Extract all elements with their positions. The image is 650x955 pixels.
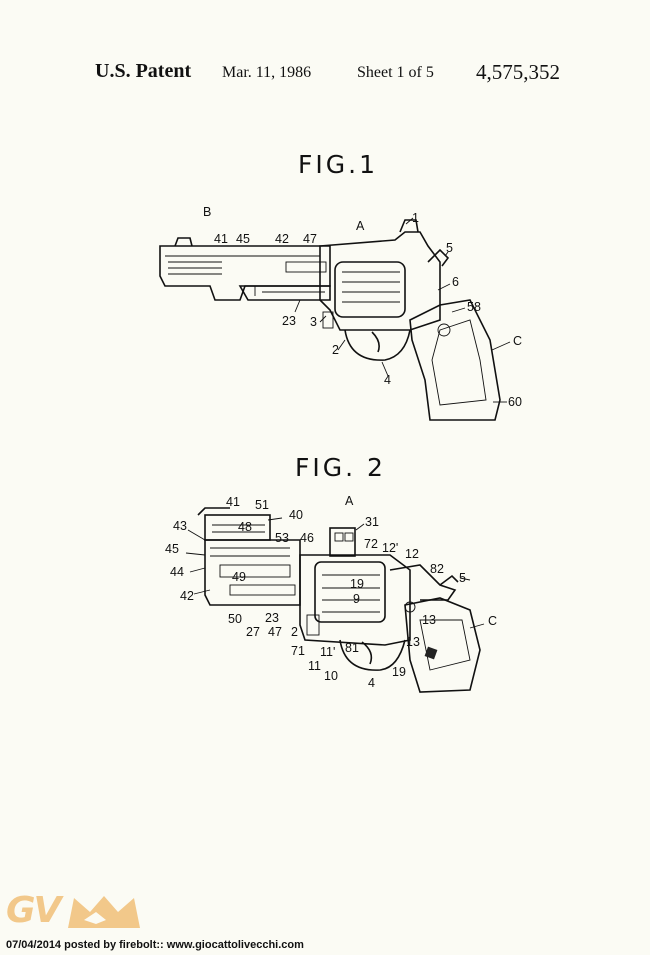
reference-numeral: 23: [282, 314, 296, 328]
reference-numeral: 5: [446, 241, 453, 255]
reference-numeral: 44: [170, 565, 184, 579]
figure-1-title: FIG.1: [298, 150, 378, 179]
patent-number: 4,575,352: [476, 60, 560, 84]
reference-numeral: 19: [350, 577, 364, 591]
reference-numeral: 50: [228, 612, 242, 626]
figure-2-title: FIG. 2: [295, 453, 386, 482]
reference-numeral: 4: [384, 373, 391, 387]
gv-logo: GV: [6, 890, 61, 931]
reference-numeral: 3: [310, 315, 317, 329]
reference-numeral: 23: [265, 611, 279, 625]
reference-numeral: A: [356, 219, 365, 233]
reference-numeral: 6: [452, 275, 459, 289]
reference-numeral: B: [203, 205, 211, 219]
reference-numeral: 2: [291, 625, 298, 639]
reference-numeral: 41: [226, 495, 240, 509]
reference-numeral: 40: [289, 508, 303, 522]
reference-numeral: 43: [173, 519, 187, 533]
reference-numeral: 53: [275, 531, 289, 545]
sheet-indicator: Sheet 1 of 5: [357, 64, 434, 81]
reference-numeral: 13: [406, 635, 420, 649]
patent-date: Mar. 11, 1986: [222, 64, 312, 81]
reference-numeral: 58: [467, 300, 481, 314]
figure-1-drawing: B 41 45 42 47 A 1 5 6 58 C 60 23 3 2 4: [159, 205, 522, 421]
credit-footer: 07/04/2014 posted by firebolt:: www.gioc…: [6, 939, 304, 951]
reference-numeral: 45: [236, 232, 250, 246]
reference-numeral: C: [513, 334, 522, 348]
reference-numeral: C: [488, 614, 497, 628]
reference-numeral: 46: [300, 531, 314, 545]
reference-numeral: 11': [320, 645, 335, 659]
reference-numeral: 31: [365, 515, 379, 529]
reference-numeral: 42: [180, 589, 194, 603]
reference-numeral: 45: [165, 542, 179, 556]
reference-numeral: 60: [508, 395, 522, 409]
reference-numeral: 51: [255, 498, 269, 512]
reference-numeral: 12': [382, 541, 398, 555]
reference-numeral: 4: [368, 676, 375, 690]
crown-icon: [68, 896, 140, 928]
figure-2-drawing: A 41 51 40 31 43 48 53 46 72 12' 12 45 4…: [165, 494, 497, 693]
reference-numeral: 72: [364, 537, 378, 551]
reference-numeral: 48: [238, 520, 252, 534]
reference-numeral: 27: [246, 625, 260, 639]
reference-numeral: 10: [324, 669, 338, 683]
reference-numeral: 47: [268, 625, 282, 639]
reference-numeral: 71: [291, 644, 305, 658]
reference-numeral: A: [345, 494, 354, 508]
reference-numeral: 47: [303, 232, 317, 246]
reference-numeral: 81: [345, 641, 359, 655]
patent-label: U.S. Patent: [95, 60, 192, 82]
reference-numeral: 82: [430, 562, 444, 576]
reference-numeral: 2: [332, 343, 339, 357]
reference-numeral: 13: [422, 613, 436, 627]
reference-numeral: 19: [392, 665, 406, 679]
reference-numeral: 49: [232, 570, 246, 584]
reference-numeral: 42: [275, 232, 289, 246]
reference-numeral: 5: [459, 571, 466, 585]
reference-numeral: 41: [214, 232, 228, 246]
reference-numeral: 11: [308, 659, 321, 673]
reference-numeral: 12: [405, 547, 419, 561]
reference-numeral: 1: [412, 211, 419, 225]
reference-numeral: 9: [353, 592, 360, 606]
